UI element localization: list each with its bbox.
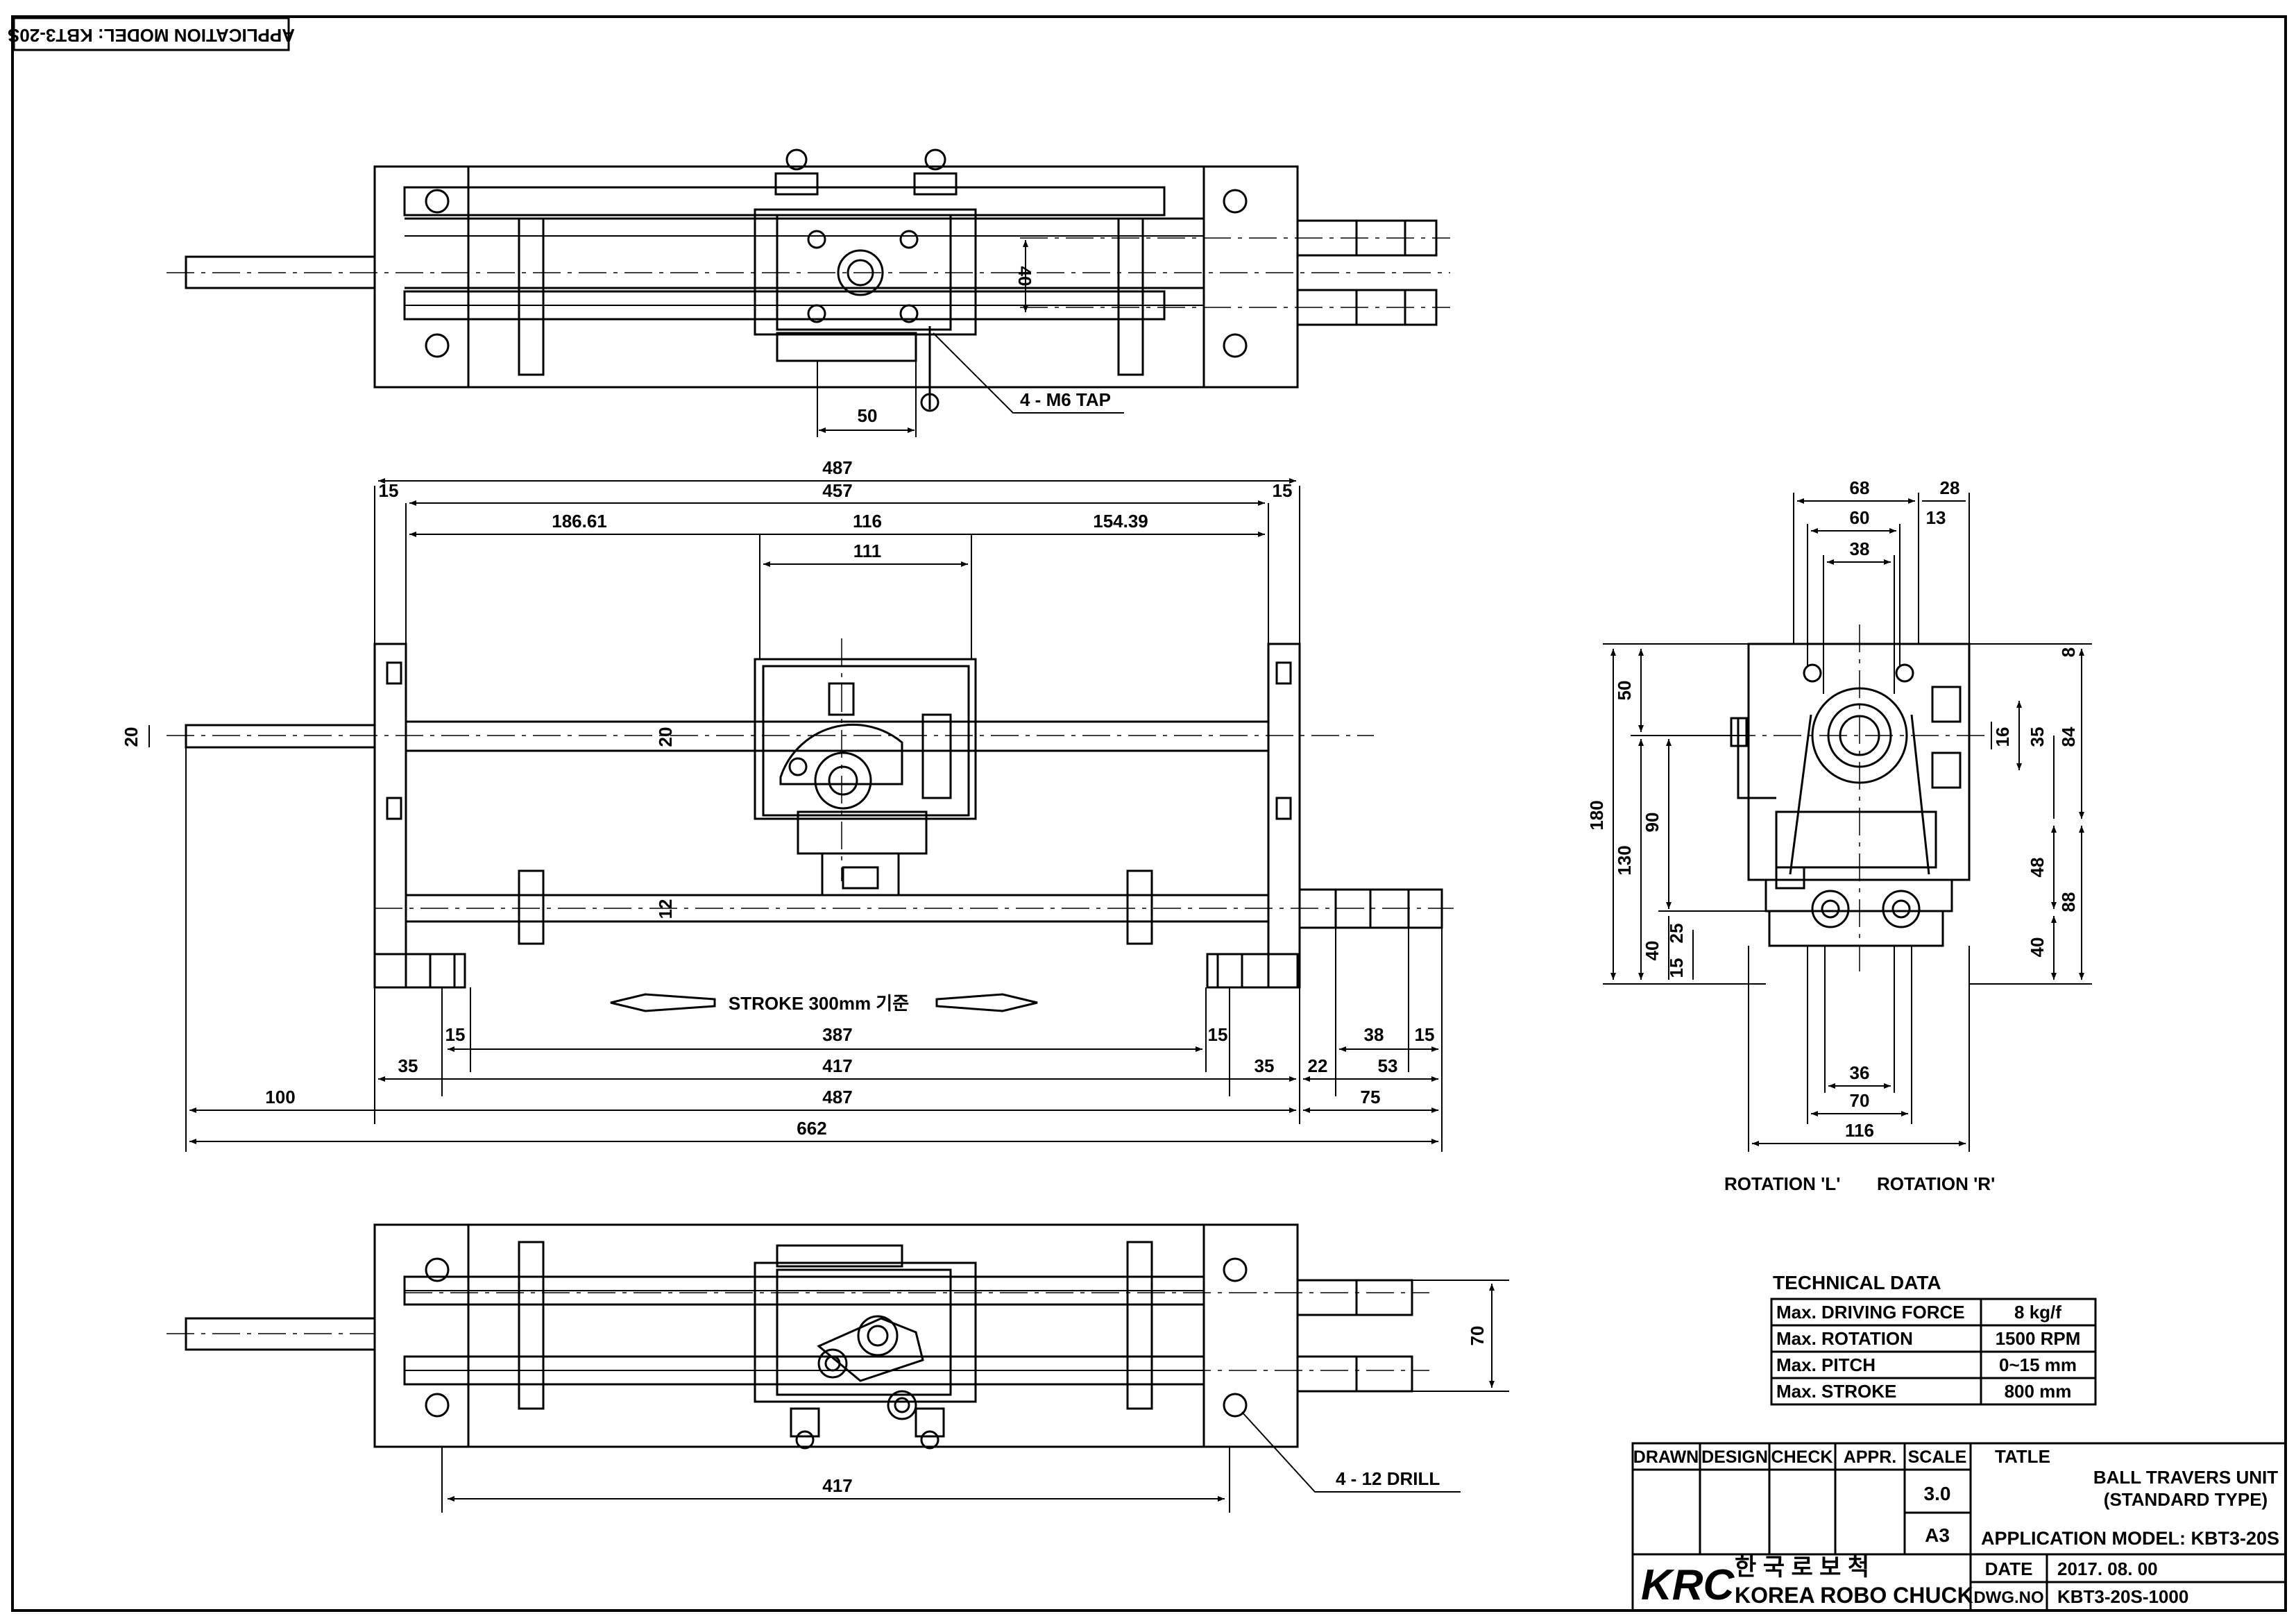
dim-38-side: 38 [1850, 538, 1870, 559]
dim-70-bottom: 70 [1467, 1326, 1488, 1346]
td-value-stroke: 800 mm [2005, 1381, 2072, 1402]
dim-487-top: 487 [822, 457, 852, 478]
tb-company-kr: 한 국 로 보 척 [1735, 1554, 1869, 1581]
dim-487-bottom: 487 [822, 1087, 852, 1107]
td-label-stroke: Max. STROKE [1776, 1381, 1896, 1402]
dim-68: 68 [1850, 477, 1870, 498]
dim-15-left: 15 [379, 480, 399, 501]
dim-417-bottom: 417 [822, 1475, 852, 1496]
dim-28: 28 [1940, 477, 1960, 498]
tb-check: CHECK [1771, 1447, 1833, 1467]
dim-60: 60 [1850, 507, 1870, 528]
td-label-rotation: Max. ROTATION [1776, 1328, 1913, 1349]
dim-15-right: 15 [1273, 480, 1293, 501]
callout-12-drill: 4 - 12 DRILL [1336, 1468, 1440, 1489]
dim-36: 36 [1850, 1062, 1870, 1083]
dim-16: 16 [1992, 727, 2013, 747]
dim-20-rod: 20 [655, 727, 676, 747]
dim-48: 48 [2027, 858, 2048, 878]
bottom-view [167, 1223, 1509, 1513]
tb-company-en: KOREA ROBO CHUCK [1735, 1583, 1973, 1608]
dim-116: 116 [853, 511, 882, 532]
tb-dwg-value: KBT3-20S-1000 [2057, 1586, 2188, 1607]
stroke-label: STROKE 300mm 기준 [729, 993, 909, 1014]
rotation-r-label: ROTATION 'R' [1877, 1173, 1995, 1194]
tb-tatle: TATLE [1995, 1446, 2050, 1467]
front-view [148, 478, 1454, 1152]
tb-application: APPLICATION MODEL: KBT3-20S [1981, 1528, 2279, 1549]
tb-scale-value: 3.0 [1924, 1483, 1951, 1504]
technical-data-title: TECHNICAL DATA [1773, 1272, 1941, 1293]
front-dimension-labels: 487 457 15 15 186.61 116 154.39 111 20 2… [121, 457, 1434, 1139]
dim-111: 111 [853, 541, 882, 561]
dim-38: 38 [1364, 1024, 1384, 1045]
dim-662: 662 [797, 1118, 826, 1139]
td-value-force: 8 kg/f [2014, 1302, 2061, 1323]
tb-dwg-label: DWG.NO [1973, 1588, 2043, 1607]
dim-90: 90 [1642, 813, 1663, 833]
dim-70-side: 70 [1850, 1090, 1870, 1111]
td-label-force: Max. DRIVING FORCE [1776, 1302, 1965, 1323]
dim-40-left: 40 [1642, 941, 1663, 961]
dim-15-b1: 15 [445, 1024, 466, 1045]
dim-84: 84 [2058, 726, 2079, 747]
dim-35: 35 [2027, 727, 2048, 747]
title-block: DRAWN DESIGN CHECK APPR. SCALE 3.0 A3 TA… [1631, 1442, 2287, 1612]
side-view [1603, 493, 2092, 1152]
krc-logo: KRC [1641, 1561, 1735, 1609]
dim-457: 457 [822, 480, 852, 501]
td-label-pitch: Max. PITCH [1776, 1354, 1876, 1375]
dim-75: 75 [1361, 1087, 1381, 1107]
technical-data-table: TECHNICAL DATA Max. DRIVING FORCE Max. R… [1770, 1272, 2097, 1406]
dim-88: 88 [2058, 892, 2079, 912]
td-value-pitch: 0~15 mm [1999, 1354, 2077, 1375]
dim-154-39: 154.39 [1093, 511, 1148, 532]
dim-130: 130 [1614, 845, 1635, 875]
dim-15-b2: 15 [1208, 1024, 1228, 1045]
dim-20-shaft: 20 [121, 727, 142, 747]
tb-title-line2: (STANDARD TYPE) [2104, 1489, 2268, 1510]
dim-8: 8 [2058, 647, 2079, 657]
rotation-l-label: ROTATION 'L' [1724, 1173, 1840, 1194]
dim-50: 50 [1614, 681, 1635, 701]
dim-180: 180 [1586, 800, 1607, 830]
dim-25: 25 [1666, 924, 1687, 944]
tb-title-line1: BALL TRAVERS UNIT [2093, 1467, 2278, 1488]
dim-13: 13 [1926, 507, 1946, 528]
dim-100: 100 [265, 1087, 295, 1107]
dim-53: 53 [1378, 1055, 1398, 1076]
sheet-border [11, 15, 2287, 1612]
dim-186-61: 186.61 [552, 511, 607, 532]
dim-top-50: 50 [858, 405, 878, 426]
dim-387: 387 [822, 1024, 852, 1045]
dim-417-front: 417 [822, 1055, 852, 1076]
dim-top-40: 40 [1014, 266, 1035, 287]
tb-drawn: DRAWN [1633, 1447, 1699, 1467]
dim-35-left: 35 [398, 1055, 418, 1076]
tb-scale: SCALE [1908, 1447, 1967, 1467]
dim-40-right: 40 [2027, 937, 2048, 958]
top-view [167, 148, 1450, 437]
side-dimension-labels: 68 28 60 13 38 180 50 130 90 40 25 15 8 … [1586, 477, 2079, 1194]
tb-appr: APPR. [1844, 1447, 1896, 1467]
dim-116-side: 116 [1845, 1120, 1874, 1141]
tb-sheet-size: A3 [1925, 1524, 1950, 1546]
callout-m6-tap: 4 - M6 TAP [1020, 389, 1111, 410]
dim-15-b3: 15 [1415, 1024, 1435, 1045]
tb-date-value: 2017. 08. 00 [2057, 1558, 2158, 1579]
dim-35-right: 35 [1255, 1055, 1275, 1076]
tb-date-label: DATE [1985, 1558, 2033, 1579]
tb-design: DESIGN [1701, 1447, 1768, 1467]
application-banner: APPLICATION MODEL: KBT3-20S [8, 17, 295, 51]
dim-12: 12 [655, 899, 676, 919]
banner-text: APPLICATION MODEL: KBT3-20S [8, 25, 295, 46]
dim-22: 22 [1308, 1055, 1328, 1076]
td-value-rotation: 1500 RPM [1996, 1328, 2081, 1349]
dim-15-side: 15 [1666, 958, 1687, 978]
